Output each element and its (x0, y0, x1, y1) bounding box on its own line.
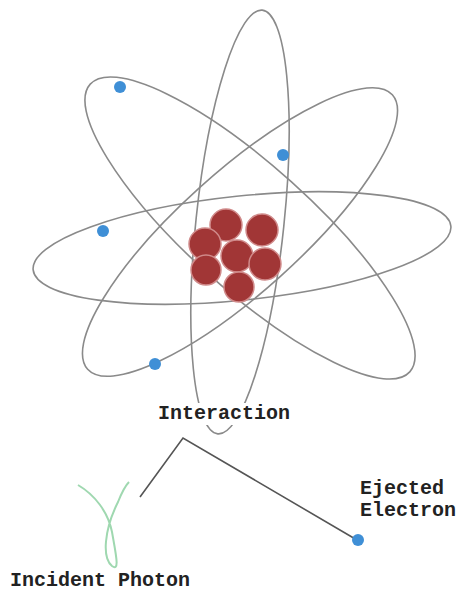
electron (97, 225, 109, 237)
annotation-label: Interaction (156, 403, 292, 425)
path-line (140, 438, 357, 540)
photon-wave (78, 482, 129, 567)
orbit (28, 174, 457, 321)
nucleon (224, 272, 254, 302)
ejected-electron (352, 534, 364, 546)
orbit (174, 6, 306, 439)
orbit (48, 50, 433, 414)
nucleon (221, 240, 253, 272)
nucleon (249, 248, 281, 280)
electron (149, 358, 161, 370)
nucleon (191, 255, 221, 285)
annotation-label: Incident Photon (8, 570, 192, 592)
annotation-label: Ejected Electron (358, 478, 462, 522)
nucleus (189, 209, 281, 302)
electron (277, 149, 289, 161)
nucleon (246, 214, 278, 246)
orbit (49, 38, 452, 418)
electron (114, 81, 126, 93)
